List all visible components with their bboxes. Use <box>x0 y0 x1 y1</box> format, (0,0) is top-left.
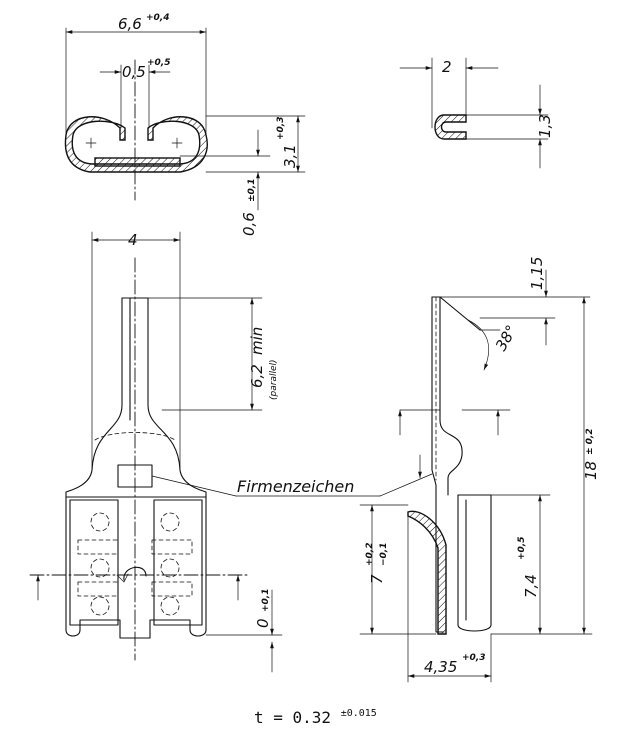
side-view: 38° 1,15 18 ± 0,2 7,4 +0,5 7 +0,2 −0,1 4… <box>359 257 600 683</box>
section-profile <box>434 114 467 140</box>
front-outline <box>65 297 207 639</box>
top-base-dim: 0,6 <box>240 212 258 236</box>
top-gap-tol: +0,5 <box>147 58 170 68</box>
total-length-tol: ± 0,2 <box>585 428 595 455</box>
side-tab-outline <box>431 296 463 496</box>
front-base-dim: 0 <box>254 618 272 628</box>
marking-leader-right <box>379 473 433 497</box>
section-view: 2 1,3 <box>399 57 554 169</box>
top-width-dim: 6,6 <box>118 15 142 33</box>
bottom-tol: +0,3 <box>462 653 485 663</box>
thickness-note: t = 0.32 ±0.015 <box>254 708 377 727</box>
marking-leader-left <box>151 475 237 497</box>
top-side-dim: 1,15 <box>528 257 546 290</box>
tab-width-dim: 4 <box>128 231 138 249</box>
tab-length-note: (parallel) <box>269 359 279 400</box>
thickness-tol: ±0.015 <box>340 708 377 719</box>
tab-length-suffix: min <box>248 327 266 355</box>
bottom-dim: 4,35 <box>424 658 457 676</box>
tab-length-dim: 6,2 <box>248 364 266 388</box>
top-height-dim: 3,1 <box>281 144 299 168</box>
crimp-tol-lower: −0,1 <box>379 543 389 566</box>
base-strip <box>94 157 181 167</box>
top-width-tol: +0,4 <box>146 13 169 23</box>
front-view: 4 6,2 min (parallel) 0 +0,1 Firmenzeiche… <box>29 231 433 673</box>
crimp-wing <box>407 510 447 635</box>
side-receptacle <box>457 494 492 632</box>
section-height-dim: 1,3 <box>536 114 554 138</box>
lower-length-dim: 7,4 <box>522 574 540 598</box>
top-view: 6,6 +0,4 0,5 +0,5 3,1 +0,3 0,6 ±0,1 <box>64 13 306 236</box>
total-length-dim: 18 <box>582 461 600 480</box>
receptacle-profile <box>64 116 208 173</box>
top-base-tol: ±0,1 <box>247 179 257 202</box>
section-width-dim: 2 <box>442 58 452 76</box>
crimp-dim: 7 <box>368 574 386 584</box>
crimp-tol-upper: +0,2 <box>365 543 375 566</box>
centre-marks <box>85 137 183 149</box>
thickness-label: t = 0.32 <box>254 708 332 727</box>
centre-dimple <box>123 566 147 581</box>
top-height-tol: +0,3 <box>276 117 286 140</box>
front-base-tol: +0,1 <box>261 589 271 612</box>
marking-label: Firmenzeichen <box>237 477 354 496</box>
angle-dim: 38° <box>492 322 521 354</box>
lower-length-tol: +0,5 <box>517 537 527 560</box>
top-gap-dim: 0,5 <box>122 63 146 81</box>
